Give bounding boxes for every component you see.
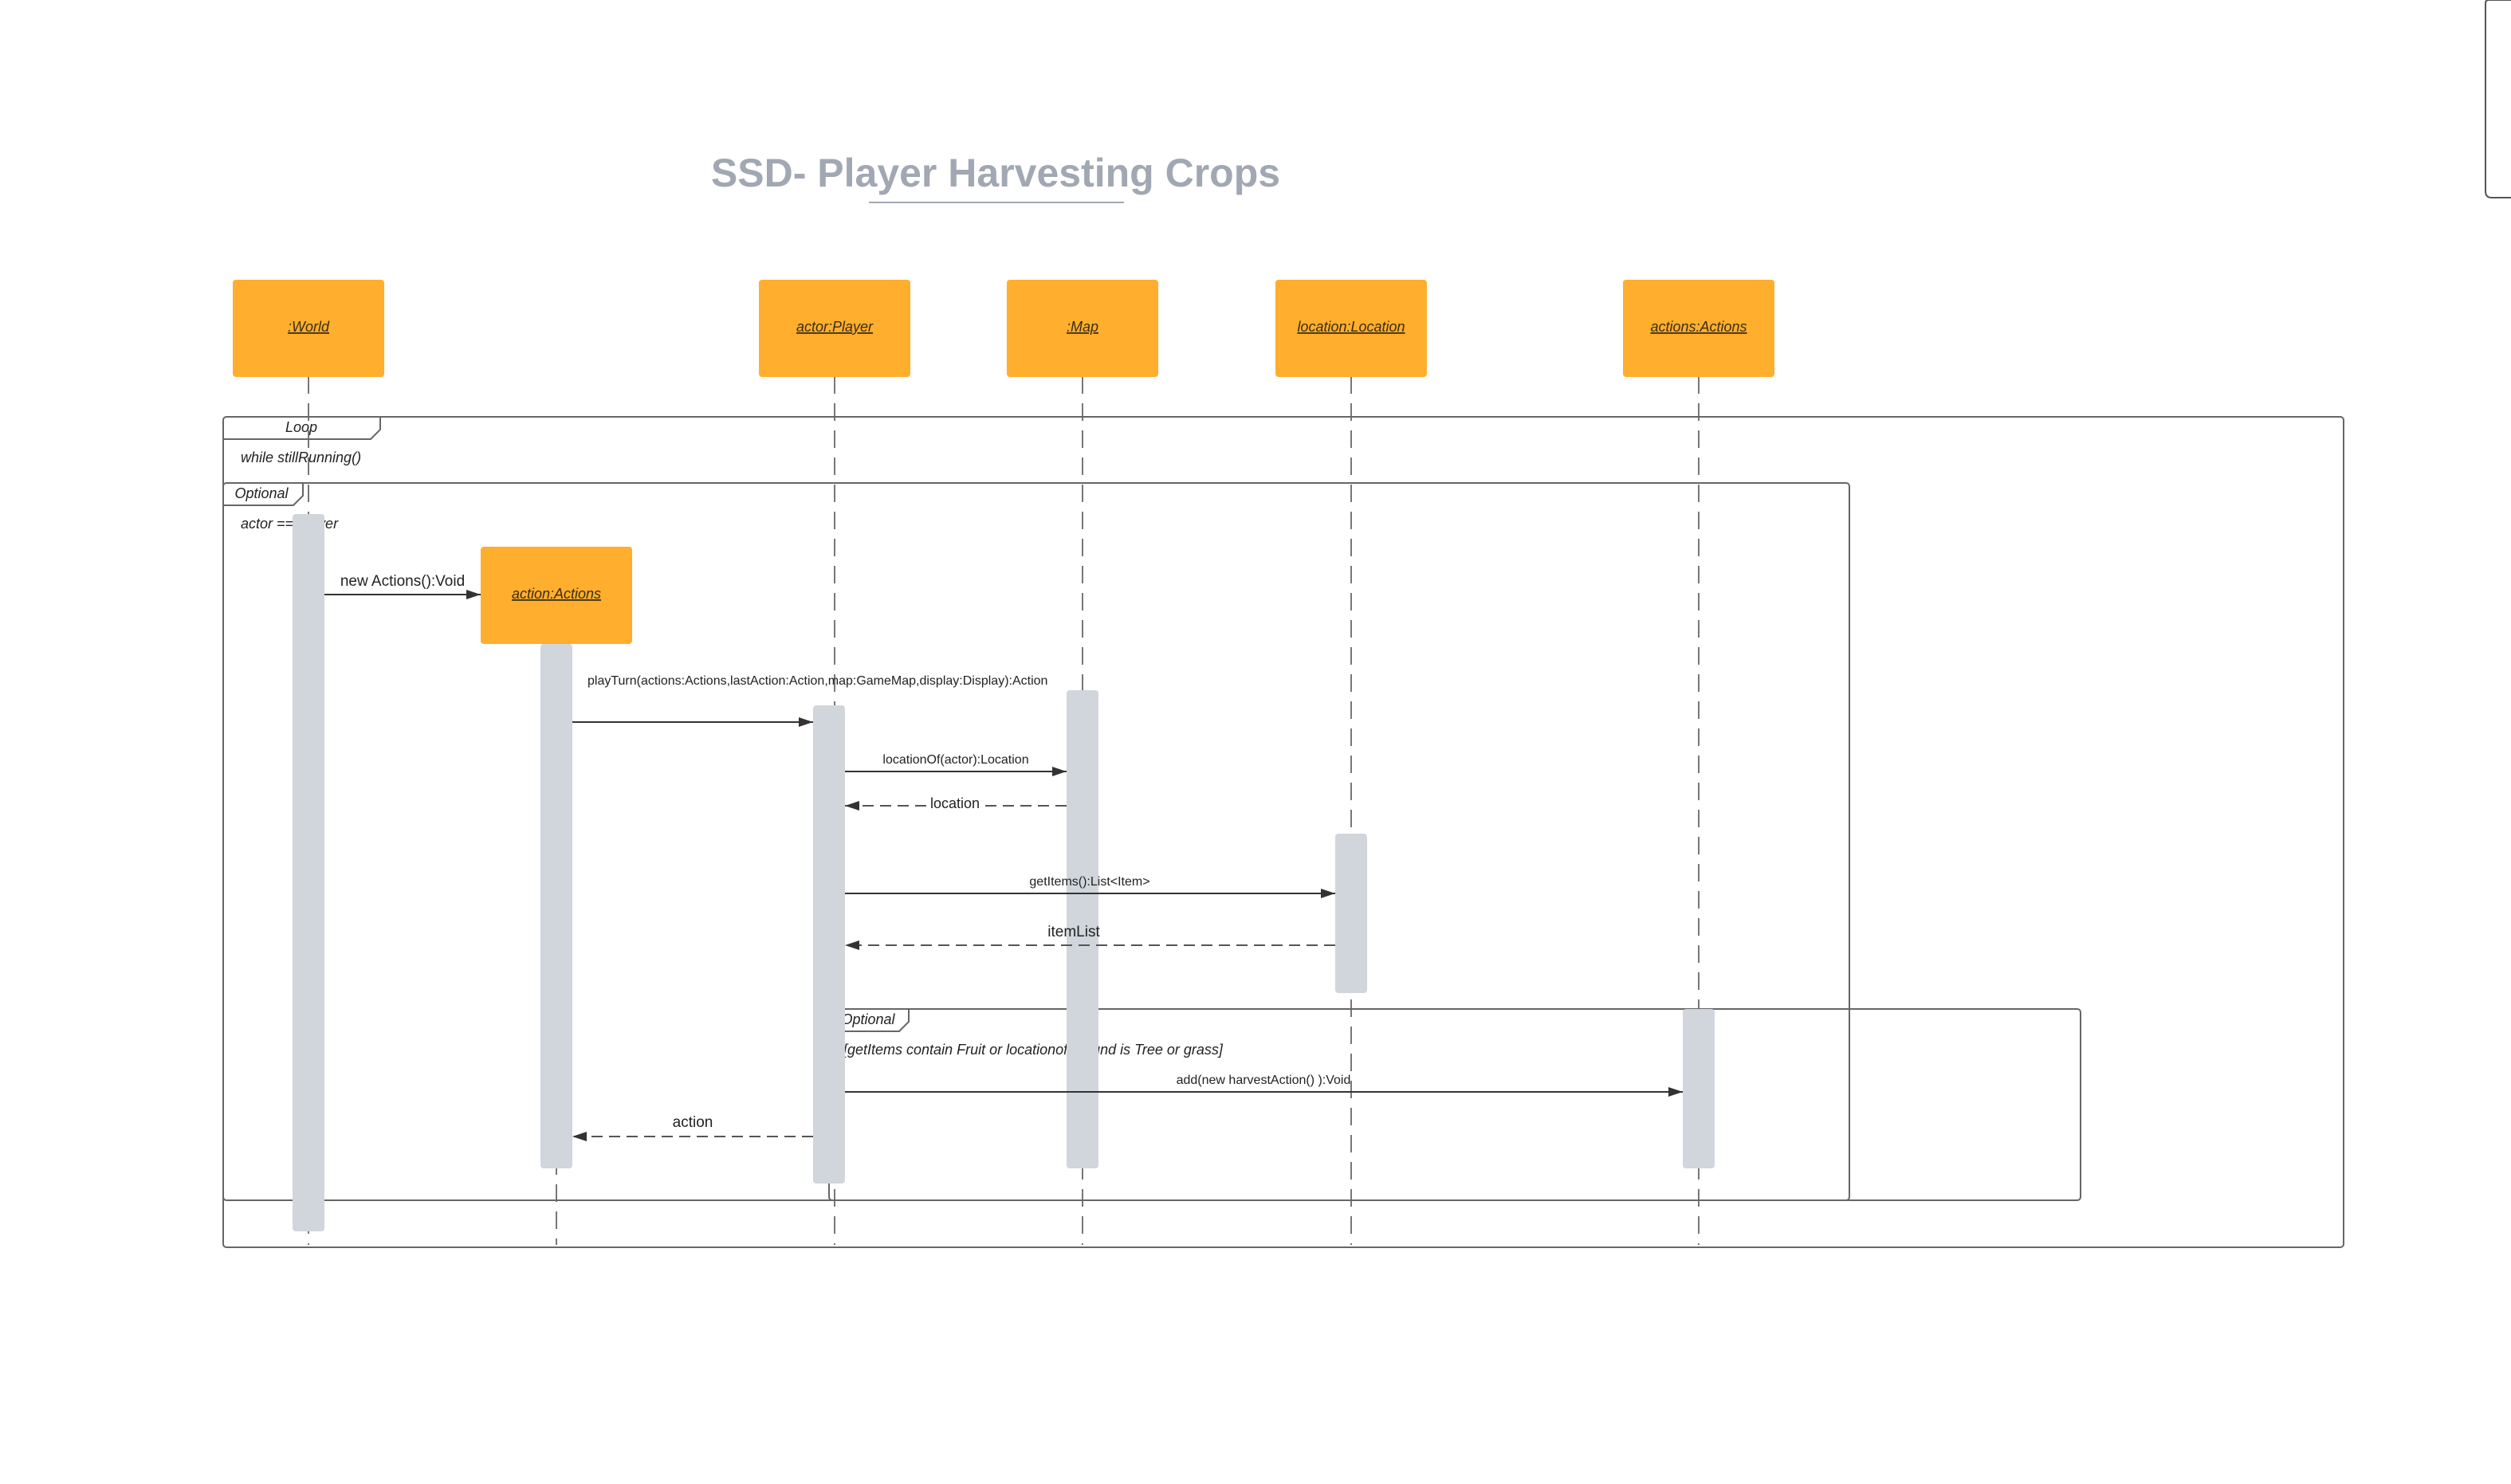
message-get-items: getItems():List<Item>	[845, 875, 1335, 898]
activation-location	[1335, 834, 1367, 993]
optional-frame-items-guard: [getItems contain Fruit or locationof gr…	[843, 1042, 1224, 1058]
participant-actions[interactable]: actions:Actions	[1623, 280, 1774, 377]
participant-world-label: :World	[288, 319, 330, 335]
participant-map-label: :Map	[1067, 319, 1098, 335]
message-add-harvest: add(new harvestAction() ):Void	[845, 1074, 1683, 1097]
participant-map[interactable]: :Map	[1007, 280, 1158, 377]
activation-world	[293, 514, 324, 1231]
participant-action[interactable]: action:Actions	[481, 547, 632, 644]
message-item-list-return-label: itemList	[1047, 924, 1100, 940]
activation-player	[813, 705, 845, 1184]
participant-player[interactable]: actor:Player	[759, 280, 910, 377]
activations	[293, 514, 1715, 1231]
optional-frame-actor-label: Optional	[234, 485, 289, 501]
activation-actions	[1683, 1009, 1715, 1168]
optional-frame-items: Optional [getItems contain Fruit or loca…	[828, 1008, 2081, 1201]
activation-action	[540, 644, 572, 1168]
message-play-turn-label: playTurn(actions:Actions,lastAction:Acti…	[587, 674, 1047, 688]
edge-shape	[2485, 0, 2511, 198]
participant-location[interactable]: location:Location	[1275, 280, 1427, 377]
participant-player-label: actor:Player	[796, 319, 874, 335]
diagram-title: SSD- Player Harvesting Crops	[711, 151, 1280, 195]
lifelines	[308, 376, 1700, 1245]
message-item-list-return: itemList	[845, 924, 1335, 950]
message-add-harvest-label: add(new harvestAction() ):Void	[1177, 1074, 1351, 1087]
message-action-return-label: action	[673, 1114, 713, 1131]
message-action-return: action	[572, 1114, 813, 1141]
activation-map	[1067, 690, 1098, 1168]
participant-action-label: action:Actions	[512, 586, 601, 602]
message-get-items-label: getItems():List<Item>	[1029, 875, 1149, 889]
participant-world[interactable]: :World	[233, 280, 384, 377]
message-new-actions-label: new Actions():Void	[340, 573, 465, 590]
optional-frame-items-label: Optional	[841, 1011, 895, 1027]
message-location-return-label: location	[930, 795, 980, 811]
participant-actions-label: actions:Actions	[1650, 319, 1747, 335]
message-new-actions: new Actions():Void	[324, 573, 481, 599]
loop-frame-guard: while stillRunning()	[241, 450, 361, 465]
loop-frame-label: Loop	[285, 419, 317, 435]
participant-location-label: location:Location	[1297, 319, 1405, 335]
message-location-of: locationOf(actor):Location	[845, 753, 1067, 776]
message-play-turn: playTurn(actions:Actions,lastAction:Acti…	[572, 674, 1047, 727]
message-location-of-label: locationOf(actor):Location	[882, 753, 1028, 767]
message-location-return: location	[845, 794, 1067, 811]
